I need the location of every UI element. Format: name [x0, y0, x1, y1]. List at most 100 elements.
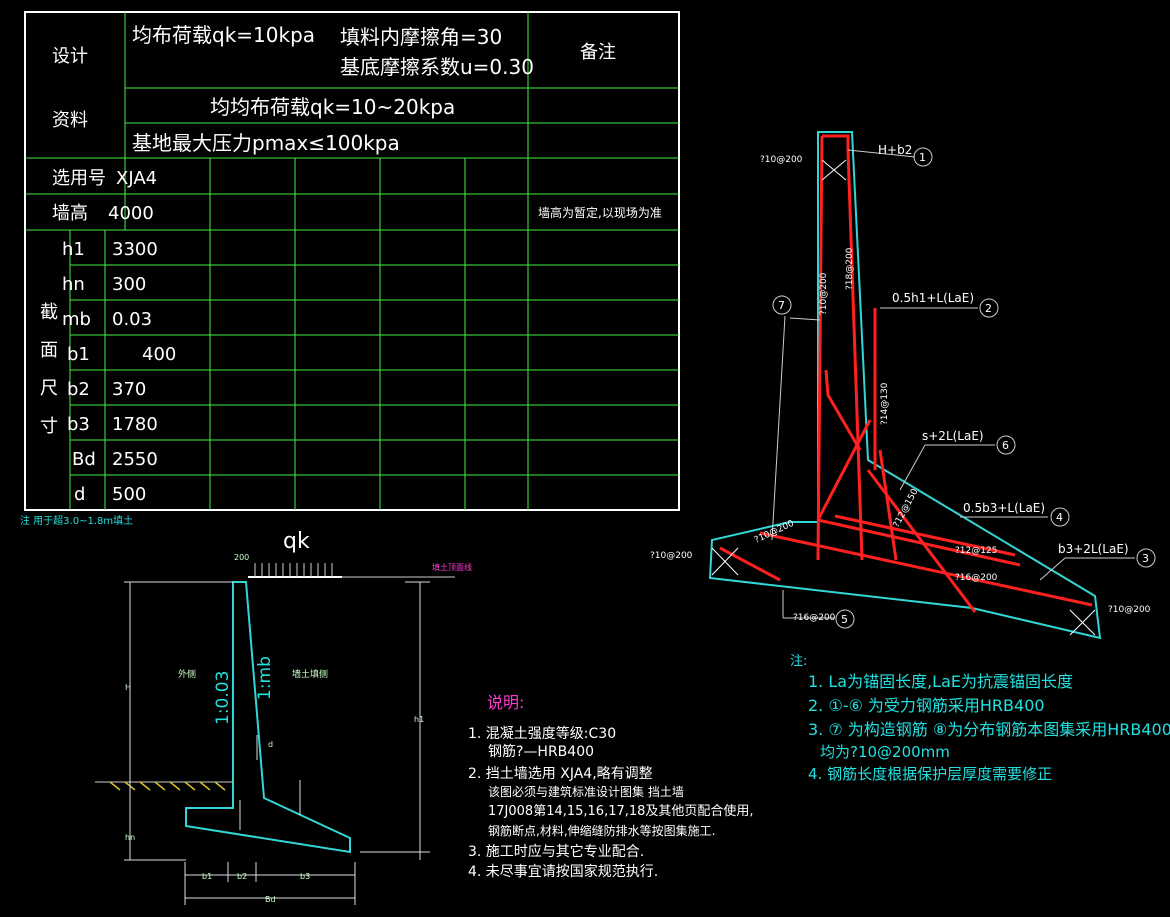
note-2: 2. 挡土墙选用 XJA4,略有调整: [468, 766, 653, 782]
wall-outline: [185, 581, 351, 854]
fill-friction-angle: 填料内摩擦角=30: [340, 25, 502, 49]
rebar-6-spec: s+2L(LaE): [922, 429, 984, 443]
section-char-3: 尺: [40, 378, 58, 399]
uniform-load: 均布荷载qk=10kpa: [132, 23, 315, 47]
rebar-left-spec: ?10@200: [650, 551, 693, 561]
wall-section: qk 填土顶面线 200: [95, 529, 472, 905]
row-label-hn: hn: [62, 274, 85, 295]
load-arrows: [254, 563, 333, 577]
row-value-b2: 370: [112, 379, 146, 400]
rebar-right-spec: ?10@200: [1108, 605, 1151, 615]
rebar-3-spec: b3+2L(LaE): [1058, 542, 1129, 556]
front-side-label: 外侧: [178, 668, 196, 680]
rebar-7-marker: [772, 295, 792, 315]
select-label: 选用号: [52, 168, 106, 189]
notes-block: 说明: 1. 混凝土强度等级:C30 钢筋?—HRB400 2. 挡土墙选用 X…: [468, 693, 754, 880]
rebar-detail: ?10@200 H+b2 1 ?10@200 ?18@200 0.5h1+L(L…: [650, 131, 1156, 640]
h-dim-left: H: [125, 683, 131, 692]
rebar-3-marker: [1136, 548, 1156, 568]
rebar-16a: ?16@200: [955, 573, 998, 583]
rebar-2-marker: [979, 298, 999, 318]
slope-1: 1:0.03: [213, 671, 233, 725]
back-side-label: 墙土填侧: [292, 668, 328, 680]
row-value-h1: 3300: [112, 239, 158, 260]
data-label: 资料: [52, 110, 88, 131]
remarks-header: 备注: [580, 42, 616, 63]
h-dim-right: h1: [414, 715, 424, 724]
wall-height-label: 墙高: [52, 203, 88, 224]
wall-height-value: 4000: [108, 203, 154, 224]
ground-hatch: [109, 781, 226, 791]
fill-top-label: 填土顶面线: [432, 562, 472, 572]
section-char-4: 寸: [40, 416, 58, 437]
note-2c: 17J008第14,15,16,17,18及其他页配合使用,: [488, 803, 754, 819]
row-value-d: 500: [112, 484, 146, 505]
rebar-4-marker: [1050, 507, 1070, 527]
rebar-16b: ?16@200: [793, 613, 836, 623]
note-4: 4. 未尽事宜请按国家规范执行.: [468, 863, 658, 880]
uniform-load-range: 均均布荷载qk=10~20kpa: [210, 95, 455, 119]
section-char-2: 面: [40, 340, 58, 361]
legend-line-2: 2. ①-⑥ 为受力钢筋采用HRB400: [808, 696, 1045, 715]
rebar-stem-a: ?10@200: [819, 272, 829, 315]
dimension-rows: h1 3300 hn 300 mb 0.03 b1 400 b2 370 b3 …: [62, 239, 176, 505]
rebar-6-marker: [996, 435, 1016, 455]
row-label-b1: b1: [67, 344, 90, 365]
row-label-b3: b3: [67, 414, 90, 435]
slope-2: 1:mb: [255, 656, 275, 700]
rebar-stem-b: ?18@200: [845, 247, 855, 290]
svg-text:3: 3: [1142, 552, 1149, 565]
rebar-top-spec: ?10@200: [760, 155, 803, 165]
rebar-2-spec: 0.5h1+L(LaE): [892, 291, 974, 305]
table-border: [24, 11, 680, 511]
d-dim: d: [268, 740, 273, 749]
wall-height-note: 墙高为暂定,以现场为准: [538, 205, 662, 220]
row-value-bd: 2550: [112, 449, 158, 470]
row-label-b2: b2: [67, 379, 90, 400]
table-footnote: 注 用于超3.0~1.8m填土: [20, 514, 133, 527]
row-label-d: d: [74, 484, 85, 505]
rebar-outline: [708, 131, 1102, 640]
rebar-mid-spec: ?14@130: [880, 382, 890, 425]
row-value-mb: 0.03: [112, 309, 152, 330]
svg-text:5: 5: [841, 613, 848, 626]
legend-line-4: 均为?10@200mm: [820, 743, 950, 761]
svg-text:6: 6: [1002, 439, 1009, 452]
legend-line-5: 4. 钢筋长度根据保护层厚度需要修正: [808, 765, 1052, 783]
row-value-hn: 300: [112, 274, 146, 295]
note-1b: 钢筋?—HRB400: [488, 743, 594, 760]
base-friction-coef: 基底摩擦系数u=0.30: [340, 55, 534, 79]
row-label-bd: Bd: [72, 449, 96, 470]
svg-text:4: 4: [1056, 511, 1063, 524]
legend-line-1: 1. La为锚固长度,LaE为抗震锚固长度: [808, 672, 1073, 691]
qk-label: qk: [283, 529, 310, 554]
b2-dim: b2: [237, 872, 247, 881]
row-value-b3: 1780: [112, 414, 158, 435]
row-label-h1: h1: [62, 239, 85, 260]
rebar-1-spec: H+b2: [878, 143, 912, 157]
rebar-back-vertical: [846, 149, 864, 561]
note-2b: 该图必须与建筑标准设计图集 挡土墙: [488, 784, 684, 799]
parameter-table: 设计 资料 均布荷载qk=10kpa 填料内摩擦角=30 基底摩擦系数u=0.3…: [20, 11, 680, 527]
rebar-1-marker: [913, 147, 933, 167]
bd-dim: Bd: [265, 895, 276, 904]
rebar-12-125: ?12@125: [955, 546, 997, 556]
b3-dim: b3: [300, 872, 310, 881]
top-width-label: 200: [234, 553, 249, 562]
legend-title: 注:: [790, 654, 807, 669]
rebar-legend: 注: 1. La为锚固长度,LaE为抗震锚固长度 2. ①-⑥ 为受力钢筋采用H…: [790, 654, 1170, 783]
row-value-b1: 400: [142, 344, 176, 365]
rebar-front-vertical: [816, 135, 824, 561]
b1-dim: b1: [202, 872, 212, 881]
rebar-4-spec: 0.5b3+L(LaE): [963, 501, 1045, 515]
max-base-pressure: 基地最大压力pmax≤100kpa: [132, 131, 400, 155]
svg-text:1: 1: [919, 151, 926, 164]
note-3: 3. 施工时应与其它专业配合.: [468, 843, 644, 860]
svg-text:7: 7: [778, 299, 785, 312]
design-label: 设计: [52, 46, 88, 67]
row-label-mb: mb: [62, 309, 91, 330]
section-char-1: 截: [40, 302, 58, 323]
legend-line-3: 3. ⑦ 为构造钢筋 ⑧为分布钢筋本图集采用HRB400: [808, 720, 1170, 739]
rebar-5-marker: [835, 609, 855, 629]
